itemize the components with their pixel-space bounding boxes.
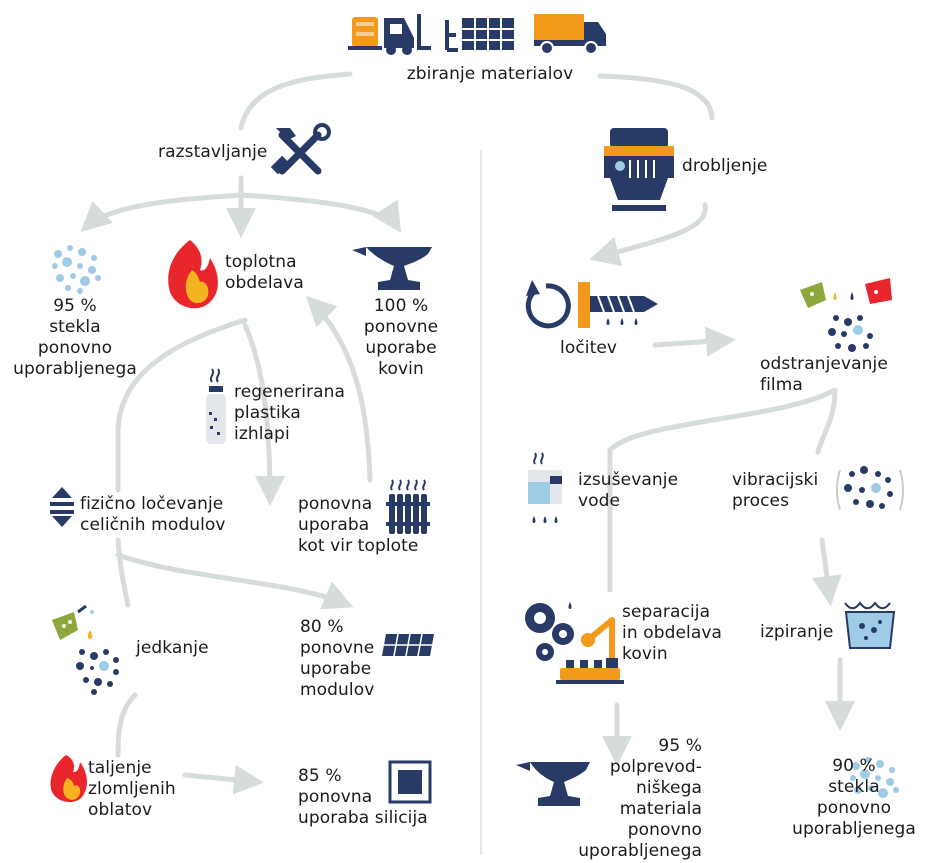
forklift-icon [384,14,431,55]
tools-icon [270,123,331,175]
solar-module-icon [382,633,434,657]
label-wafer-melting: taljenje zlomljenih oblatov [88,758,176,820]
label-regenerated-plastic: regenerirana plastika izhlapi [234,382,346,444]
shredder-icon [604,128,674,211]
truck-icon [534,14,606,55]
screw-icon [578,282,658,328]
sprayer-icon [52,604,94,640]
label-water-drying: izsuševanje vode [578,470,679,511]
solar-panel-icon [445,18,514,52]
label-collection: zbiranje materialov [406,64,574,84]
label-vibration: vibracijski proces [732,470,819,511]
droplet-tank-icon [528,452,562,523]
basin-icon [844,601,896,649]
label-glass-reuse-left: 95 % stekla ponovno uporabljenega [13,296,137,379]
anvil-right-icon [516,762,590,806]
vibration-dots-icon [836,466,904,511]
label-metal-separation: separacija in obdelava kovin [622,602,723,664]
glass-shards-icon [52,245,101,294]
label-separator: ločitev [560,338,618,358]
label-metal-reuse: 100 % ponovne uporabe kovin [363,296,439,379]
label-film-removal: odstranjevanje filma [760,354,888,395]
label-module-reuse: 80 % ponovne uporabe modulov [300,617,375,700]
label-heat-treatment: toplotna obdelava [225,252,304,293]
split-arrows-icon [50,487,74,527]
label-glass-reuse-right: 90 % stekla ponovno uporabljenega [792,756,916,839]
gears-robot-icon [525,602,624,684]
label-heat-reuse: ponovna uporaba kot vir toplote [298,494,419,556]
anvil-icon [352,247,432,290]
connector-lines [80,71,855,795]
small-flame-icon [50,755,87,803]
glass-shards-right-icon [850,757,899,798]
chip-icon [388,760,432,804]
flame-icon [168,240,218,309]
film-sprayers-icon [800,278,892,308]
radiator-icon [386,479,430,534]
label-semiconductor-reuse: 95 % polprevod- niškega materiala ponovn… [578,736,702,861]
label-silicon-reuse: 85 % ponovna uporaba silicija [298,766,428,828]
particles-icon [76,649,119,695]
label-physical-separation: fizično ločevanje celičnih modulov [80,494,226,535]
film-particles-icon [828,315,873,352]
rotate-icon [525,280,571,329]
label-crushing: drobljenje [682,156,768,176]
bottle-icon [206,368,226,444]
label-rinsing: izpiranje [760,622,834,642]
coil-icon [348,17,382,50]
label-disassembly: razstavljanje [158,142,268,162]
label-etching: jedkanje [136,638,209,658]
